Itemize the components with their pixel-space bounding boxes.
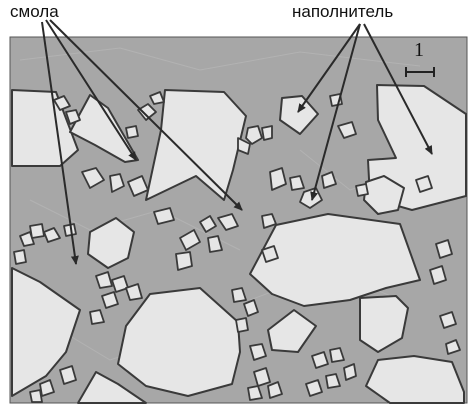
- filler-particle-small: [39, 379, 55, 397]
- filler-particle-small: [337, 121, 357, 139]
- filler-particle-small: [261, 213, 277, 229]
- filler-arrow: [310, 23, 361, 201]
- filler-particle-small: [235, 317, 249, 333]
- filler-particle-large: [365, 355, 465, 404]
- filler-particle-small: [125, 283, 143, 301]
- filler-particle-small: [321, 171, 337, 189]
- filler-particle-large: [267, 309, 317, 353]
- filler-particle-large: [87, 217, 135, 269]
- filler-particle-small: [261, 125, 273, 141]
- filler-particle-small: [261, 245, 279, 263]
- resin-arrow: [45, 19, 137, 161]
- filler-particle-small: [127, 175, 149, 197]
- filler-particle-small: [237, 137, 251, 155]
- filler-particle-small: [325, 373, 341, 389]
- filler-particle-small: [59, 365, 77, 385]
- filler-leader-lines: [297, 23, 433, 201]
- filler-particle-small: [415, 175, 433, 193]
- filler-arrow: [363, 23, 433, 155]
- filler-particle-small: [289, 175, 305, 191]
- filler-particle-small: [217, 213, 239, 231]
- filler-particle-small: [207, 235, 223, 253]
- filler-particle-small: [95, 271, 113, 289]
- filler-particle-small: [65, 109, 81, 125]
- filler-particle-small: [305, 379, 323, 397]
- filler-particle-small: [29, 223, 45, 239]
- scale-label: 1: [414, 39, 424, 61]
- filler-particle-small: [249, 343, 267, 361]
- resin-leader-lines: [41, 19, 243, 265]
- filler-particle-small: [29, 389, 43, 403]
- filler-particle-small: [355, 183, 369, 197]
- filler-particle-large: [77, 371, 147, 404]
- filler-particle-large: [11, 267, 81, 397]
- filler-particle-small: [43, 227, 61, 243]
- filler-particle-small: [445, 339, 461, 355]
- scale-bar: [405, 67, 435, 77]
- filler-particle-small: [247, 385, 263, 401]
- filler-particle-small: [153, 207, 175, 225]
- filler-particle-small: [101, 291, 119, 309]
- filler-particle-small: [53, 95, 71, 111]
- filler-particle-small: [269, 167, 287, 191]
- filler-particle-small: [435, 239, 453, 259]
- filler-particle-large: [279, 95, 319, 135]
- filler-particle-small: [125, 125, 139, 139]
- filler-particle-small: [245, 125, 263, 145]
- filler-arrow: [297, 23, 361, 113]
- filler-label: наполнитель: [292, 2, 394, 21]
- filler-particle-small: [329, 347, 345, 363]
- small-filler-particles: [13, 91, 461, 403]
- filler-particle-small: [19, 231, 35, 247]
- filler-particle-small: [311, 351, 329, 369]
- filler-particle-small: [175, 251, 193, 271]
- filler-particle-small: [243, 299, 259, 317]
- filler-particle-large: [69, 94, 139, 163]
- resin-arrow: [49, 19, 243, 211]
- filler-particle-large: [117, 287, 241, 397]
- filler-particle-small: [253, 367, 271, 387]
- filler-particle-small: [439, 311, 457, 329]
- filler-particle-large: [359, 295, 409, 353]
- filler-particle-small: [89, 309, 105, 325]
- filler-particle-large: [145, 89, 247, 201]
- resin-label: смола: [10, 2, 59, 21]
- filler-particle-small: [343, 363, 357, 381]
- filler-particle-small: [137, 103, 157, 121]
- filler-particle-small: [109, 173, 125, 193]
- filler-particle-small: [13, 249, 27, 265]
- filler-particle-small: [149, 91, 165, 105]
- filler-particle-small: [429, 265, 447, 285]
- filler-particle-large: [249, 213, 421, 307]
- resin-arrow: [41, 21, 79, 265]
- filler-particle-small: [199, 215, 217, 233]
- filler-particle-small: [179, 229, 201, 251]
- filler-particle-small: [81, 167, 105, 189]
- filler-particle-small: [231, 287, 247, 303]
- filler-particle-small: [267, 381, 283, 399]
- filler-particle-large: [363, 175, 405, 215]
